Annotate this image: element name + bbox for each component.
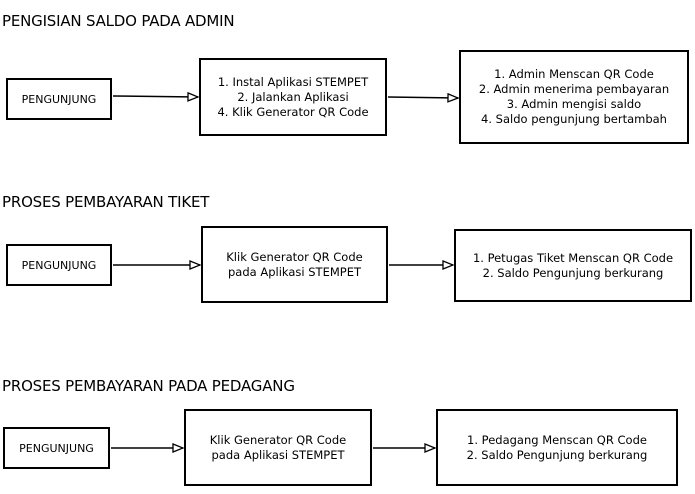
section-2-start-box: PENGUNJUNG <box>6 244 112 286</box>
section-1-end-line-1: 1. Admin Menscan QR Code <box>494 67 654 81</box>
section-2-title: PROSES PEMBAYARAN TIKET <box>2 193 210 211</box>
section-3-end-box: 1. Pedagang Menscan QR Code 2. Saldo Pen… <box>436 409 678 486</box>
section-1-end-line-4: 4. Saldo pengunjung bertambah <box>481 112 667 126</box>
section-1-arrow-1 <box>112 96 198 97</box>
section-1-end-box: 1. Admin Menscan QR Code 2. Admin meneri… <box>459 50 689 144</box>
section-3-end-line-2: 2. Saldo Pengunjung berkurang <box>466 447 648 462</box>
section-1-middle-line-1: 1. Instal Aplikasi STEMPET <box>217 74 369 89</box>
section-2-end-box: 1. Petugas Tiket Menscan QR Code 2. Sald… <box>454 229 692 302</box>
section-3-middle-line-1: Klik Generator QR Code <box>209 432 347 447</box>
section-1-middle-line-2: 2. Jalankan Aplikasi <box>237 89 349 104</box>
section-3-middle-box: Klik Generator QR Code pada Aplikasi STE… <box>184 409 372 486</box>
section-2-middle-box: Klik Generator QR Code pada Aplikasi STE… <box>201 226 388 303</box>
section-2-end-line-1: 1. Petugas Tiket Menscan QR Code <box>472 250 674 265</box>
section-1-middle-box: 1. Instal Aplikasi STEMPET 2. Jalankan A… <box>199 58 387 136</box>
section-3-middle-line-2: pada Aplikasi STEMPET <box>211 447 345 462</box>
section-2-middle-line-1: Klik Generator QR Code <box>226 249 363 264</box>
section-3-end-line-1: 1. Pedagang Menscan QR Code <box>467 432 647 447</box>
section-1-title: PENGISIAN SALDO PADA ADMIN <box>2 12 235 30</box>
section-1-start-label: PENGUNJUNG <box>21 92 97 106</box>
section-2-middle-line-2: pada Aplikasi STEMPET <box>228 264 361 279</box>
section-1-arrow-2 <box>387 97 458 98</box>
section-2-end-line-2: 2. Saldo Pengunjung berkurang <box>482 265 664 280</box>
section-1-start-box: PENGUNJUNG <box>6 78 112 120</box>
section-3-title: PROSES PEMBAYARAN PADA PEDAGANG <box>2 377 295 395</box>
section-2-start-label: PENGUNJUNG <box>21 258 97 272</box>
section-1-end-line-2: 2. Admin menerima pembayaran <box>478 82 670 96</box>
section-3-start-label: PENGUNJUNG <box>19 441 94 455</box>
section-1-middle-line-3: 4. Klik Generator QR Code <box>217 104 369 119</box>
section-1-end-line-3: 3. Admin mengisi saldo <box>506 97 642 111</box>
section-3-start-box: PENGUNJUNG <box>3 427 110 469</box>
